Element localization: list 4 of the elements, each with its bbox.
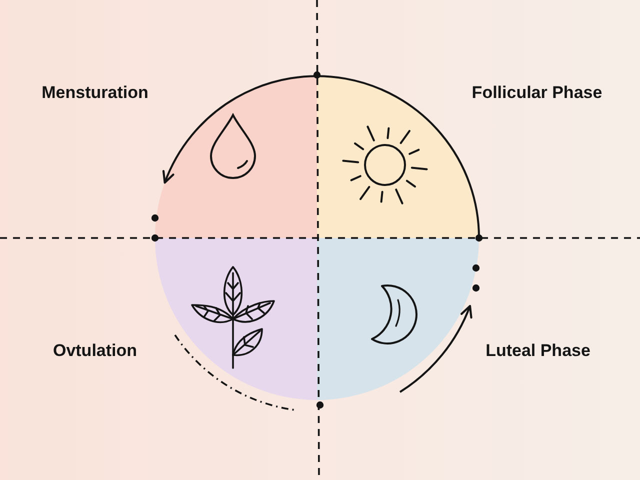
phase-label: Luteal Phase bbox=[486, 341, 590, 361]
phase-label: Ovtulation bbox=[52, 341, 138, 361]
phase-label: Follicular Phase bbox=[472, 83, 602, 103]
phase-label: Mensturation bbox=[42, 83, 148, 103]
